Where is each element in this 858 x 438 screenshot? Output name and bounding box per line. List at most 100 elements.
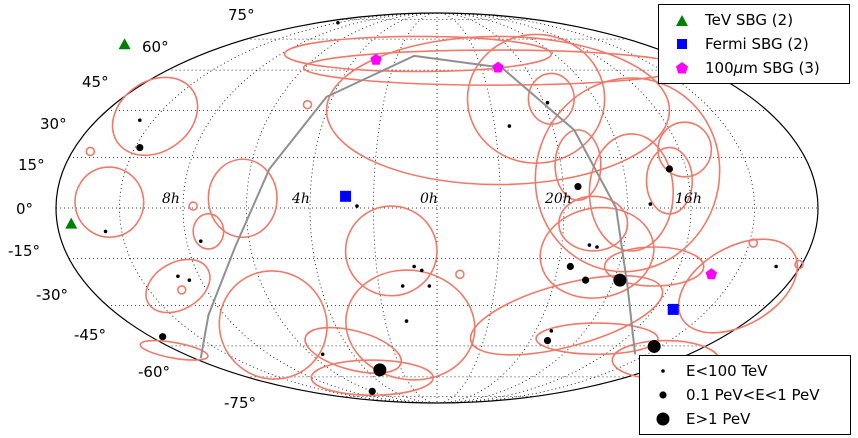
- legend-item-low-energy: E<100 TeV: [640, 359, 850, 383]
- event-marker: [368, 387, 376, 395]
- error-region-contour: [207, 158, 278, 239]
- event-marker: [665, 165, 674, 173]
- event-marker: [581, 276, 590, 284]
- event-marker: [159, 333, 167, 341]
- event-marker: [103, 229, 108, 234]
- tev-sbg-marker: [65, 217, 78, 229]
- event-marker: [176, 274, 180, 279]
- dec-tick-label: -45°: [74, 326, 106, 344]
- event-marker: [419, 268, 424, 273]
- dec-tick-label: 30°: [40, 115, 67, 133]
- legend-label-100um: 100μm SBG (3): [705, 59, 820, 77]
- event-marker: [549, 329, 554, 333]
- ir-sbg-marker: [705, 268, 717, 280]
- error-region-contour: [139, 339, 209, 361]
- legend-energy: E<100 TeV 0.1 PeV<E<1 PeV E>1 PeV: [639, 355, 851, 435]
- medium-dot-icon: [640, 388, 686, 402]
- tev-sbg-marker: [118, 38, 131, 50]
- legend-item-tev: TeV SBG (2): [659, 8, 849, 32]
- event-marker: [543, 337, 552, 345]
- small-error-region: [188, 201, 198, 211]
- event-marker: [355, 204, 359, 208]
- error-region-contour: [558, 195, 629, 252]
- ir-sbg-marker: [370, 53, 382, 65]
- ir-sbg-marker: [492, 61, 504, 73]
- event-marker: [507, 124, 512, 128]
- error-region-contour: [310, 359, 434, 397]
- small-error-region: [455, 269, 465, 280]
- legend-label-tev: TeV SBG (2): [705, 11, 794, 29]
- ra-tick-label: 0h: [420, 191, 438, 207]
- event-marker: [595, 245, 599, 249]
- error-regions: [74, 33, 804, 397]
- dec-tick-label: -30°: [36, 286, 68, 304]
- legend-label-mid-energy: 0.1 PeV<E<1 PeV: [686, 386, 820, 404]
- legend-label-fermi: Fermi SBG (2): [705, 35, 809, 53]
- event-marker: [198, 239, 203, 243]
- small-error-region: [85, 146, 96, 157]
- fermi-sbg-marker: [340, 190, 352, 202]
- ra-tick-label: 8h: [162, 191, 180, 207]
- meridian-line: [436, 12, 565, 404]
- meridian-line: [436, 12, 755, 404]
- event-marker: [320, 352, 325, 357]
- fermi-sbg-marker: [667, 303, 679, 315]
- pentagon-icon: [659, 61, 705, 75]
- event-marker: [412, 264, 416, 269]
- error-region-contour: [535, 322, 659, 356]
- event-marker: [566, 262, 574, 271]
- meridian-line: [119, 12, 438, 404]
- dec-tick-label: 60°: [142, 38, 169, 56]
- error-region-contour: [111, 76, 199, 157]
- error-region-contour: [534, 77, 721, 273]
- legend-sbg: TeV SBG (2) Fermi SBG (2) 100μm SBG (3): [658, 4, 850, 84]
- error-region-contour: [344, 205, 438, 297]
- event-marker: [138, 118, 142, 123]
- error-region-contour: [527, 72, 575, 125]
- error-region-contour: [145, 258, 211, 314]
- error-region-contour: [588, 133, 675, 252]
- sbg-markers: [65, 38, 717, 315]
- error-region-contour: [539, 206, 655, 299]
- dec-tick-label: -75°: [224, 394, 256, 412]
- event-marker: [774, 264, 778, 269]
- dec-tick-label: 45°: [82, 73, 109, 91]
- event-marker: [613, 273, 627, 287]
- galactic-plane-track: [199, 54, 637, 359]
- error-region-contour: [218, 270, 328, 380]
- event-marker: [427, 284, 432, 288]
- sky-boundary: [55, 12, 819, 404]
- meridian-line: [246, 12, 438, 404]
- event-marker: [400, 284, 405, 288]
- event-marker: [404, 319, 409, 323]
- event-marker: [136, 143, 144, 152]
- legend-item-100um: 100μm SBG (3): [659, 56, 849, 80]
- error-region-contour: [677, 238, 799, 334]
- dec-tick-label: 0°: [16, 200, 33, 218]
- small-error-region: [748, 238, 759, 248]
- error-region-contour: [345, 269, 476, 381]
- error-region-contour: [469, 274, 664, 356]
- ra-tick-label: 20h: [544, 191, 572, 207]
- ra-tick-label: 16h: [675, 191, 702, 207]
- legend-item-fermi: Fermi SBG (2): [659, 32, 849, 56]
- triangle-icon: [659, 14, 705, 27]
- event-markers: [103, 20, 778, 395]
- event-marker: [574, 182, 582, 191]
- legend-item-mid-energy: 0.1 PeV<E<1 PeV: [640, 383, 850, 407]
- small-error-region: [302, 99, 313, 110]
- ra-tick-label: 4h: [291, 191, 310, 207]
- dec-tick-label: 15°: [18, 156, 45, 174]
- event-marker: [647, 339, 661, 353]
- legend-label-high-energy: E>1 PeV: [686, 410, 751, 428]
- event-marker: [587, 243, 592, 247]
- error-region-contour: [325, 35, 671, 186]
- galactic-plane-curve: [199, 54, 637, 359]
- error-region-contour: [554, 129, 602, 201]
- event-marker: [648, 202, 653, 206]
- error-region-contour: [192, 213, 225, 250]
- error-region-contour: [304, 326, 403, 374]
- square-icon: [659, 38, 705, 50]
